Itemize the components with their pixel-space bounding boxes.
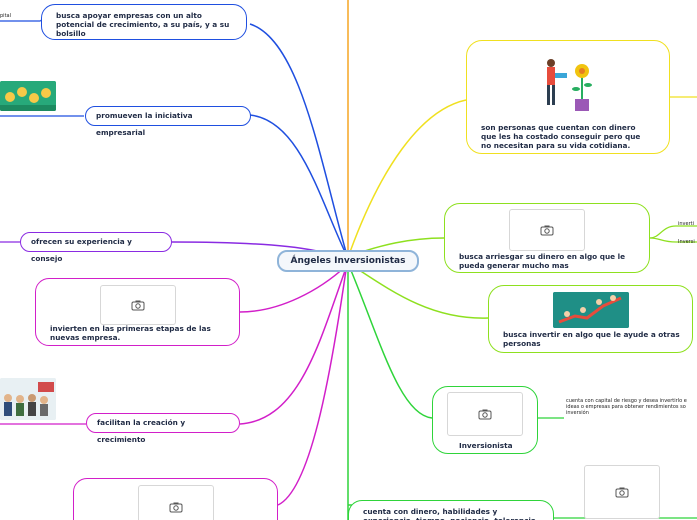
image-placeholder-bottom-right xyxy=(584,465,660,519)
node-definicion-inversionista[interactable]: cuenta con capital de riesgo y desea inv… xyxy=(566,398,697,416)
camera-icon xyxy=(540,224,554,236)
node-iniciativa-empresarial[interactable]: promueven la iniciativa empresarial xyxy=(85,106,251,126)
node-creacion-label: facilitan la creación y crecimiento xyxy=(97,414,229,448)
node-cuenta-dinero[interactable]: cuenta con dinero, habilidades y experie… xyxy=(348,500,554,520)
camera-icon xyxy=(478,408,492,420)
node-creacion-crecimiento[interactable]: facilitan la creación y crecimiento xyxy=(86,413,240,433)
image-placeholder xyxy=(509,209,585,251)
partial-label-top-left: pital xyxy=(0,13,11,19)
node-primeras-etapas-label: invierten en las primeras etapas de las … xyxy=(50,324,220,342)
camera-icon xyxy=(169,501,183,513)
node-primeras-etapas[interactable]: invierten en las primeras etapas de las … xyxy=(35,278,240,346)
node-iniciativa-label: promueven la iniciativa empresarial xyxy=(96,107,240,141)
node-ayudar-personas[interactable]: busca invertir en algo que le ayude a ot… xyxy=(488,285,693,353)
business-people-image xyxy=(0,378,56,420)
node-personas-dinero[interactable]: son personas que cuentan con dinero que … xyxy=(466,40,670,154)
investor-watering-plant-image xyxy=(539,55,595,113)
image-placeholder xyxy=(447,392,523,436)
node-personas-label: son personas que cuentan con dinero que … xyxy=(481,123,641,150)
node-experiencia-label: ofrecen su experiencia y consejo xyxy=(31,233,161,267)
node-inversionista[interactable]: Inversionista xyxy=(432,386,538,454)
node-ayudar-label: busca invertir en algo que le ayude a ot… xyxy=(503,330,683,348)
camera-icon xyxy=(131,299,145,311)
camera-icon xyxy=(615,486,629,498)
node-cuenta-dinero-label: cuenta con dinero, habilidades y experie… xyxy=(363,507,539,520)
node-experiencia-consejo[interactable]: ofrecen su experiencia y consejo xyxy=(20,232,172,252)
growth-chart-image xyxy=(553,292,629,328)
node-arriesgar-label: busca arriesgar su dinero en algo que le… xyxy=(459,252,629,270)
node-arriesgar-dinero[interactable]: busca arriesgar su dinero en algo que le… xyxy=(444,203,650,273)
node-bottom-left-image[interactable] xyxy=(73,478,278,520)
image-placeholder xyxy=(138,485,214,520)
central-topic-label: Ángeles Inversionistas xyxy=(279,252,417,270)
node-apoyar-empresas[interactable]: busca apoyar empresas con un alto potenc… xyxy=(41,4,247,40)
node-apoyar-empresas-label: busca apoyar empresas con un alto potenc… xyxy=(56,11,232,38)
subnode-inversi[interactable]: Inversi xyxy=(678,239,695,245)
central-topic[interactable]: Ángeles Inversionistas xyxy=(277,250,419,272)
money-plant-image xyxy=(0,81,56,111)
node-inversionista-label: Inversionista xyxy=(459,441,513,450)
subnode-inverti[interactable]: inverti xyxy=(678,221,694,227)
image-placeholder xyxy=(100,285,176,325)
